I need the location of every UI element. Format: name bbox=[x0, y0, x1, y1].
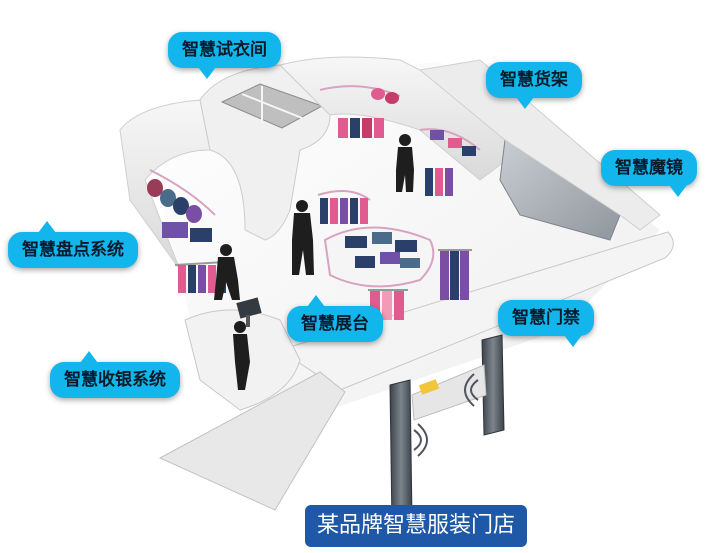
callout-pointer bbox=[564, 335, 582, 347]
callout-label: 智慧货架 bbox=[500, 70, 568, 90]
cashier-person-head bbox=[234, 321, 246, 333]
callout-label: 智慧展台 bbox=[301, 314, 369, 334]
callout-inventory-system: 智慧盘点系统 bbox=[8, 221, 138, 268]
left-wall-rack bbox=[147, 169, 216, 242]
cashier-monitor bbox=[236, 297, 262, 319]
shopper-center-head bbox=[296, 200, 308, 212]
callout-cashier-system: 智慧收银系统 bbox=[50, 351, 180, 398]
callout-pointer bbox=[307, 295, 325, 307]
callout-fitting-room: 智慧试衣间 bbox=[168, 32, 281, 79]
shopper-back-body bbox=[396, 147, 414, 192]
front-display-garments bbox=[368, 289, 408, 320]
callout-pointer bbox=[80, 351, 98, 363]
callout-pointer bbox=[38, 221, 56, 233]
callout-pointer bbox=[669, 185, 687, 197]
callout-label: 智慧魔镜 bbox=[615, 158, 683, 178]
callout-magic-mirror: 智慧魔镜 bbox=[601, 150, 697, 197]
right-front-wall bbox=[278, 231, 674, 391]
callout-access-gate: 智慧门禁 bbox=[498, 300, 594, 347]
store-title: 某品牌智慧服装门店 bbox=[305, 505, 528, 547]
shopper-left-body bbox=[214, 257, 240, 300]
callout-pointer bbox=[198, 67, 216, 79]
shopper-center-body bbox=[292, 213, 314, 275]
callout-pointer bbox=[516, 97, 534, 109]
callout-label: 智慧收银系统 bbox=[64, 370, 166, 390]
center-rack bbox=[317, 190, 371, 224]
shopper-back-head bbox=[399, 134, 411, 146]
center-right-rack bbox=[438, 249, 472, 300]
callout-label: 智慧盘点系统 bbox=[22, 240, 124, 260]
callout-label: 智慧试衣间 bbox=[182, 40, 267, 60]
callout-label: 智慧门禁 bbox=[512, 308, 580, 328]
callout-display-table: 智慧展台 bbox=[287, 295, 383, 342]
front-ramp bbox=[158, 371, 346, 511]
smart-shelf-garments bbox=[319, 85, 481, 196]
right-wall bbox=[418, 59, 661, 231]
callout-smart-shelf: 智慧货架 bbox=[486, 62, 582, 109]
shopper-left-head bbox=[220, 244, 232, 256]
access-gate bbox=[389, 334, 505, 526]
cashier-person-body bbox=[233, 334, 250, 390]
